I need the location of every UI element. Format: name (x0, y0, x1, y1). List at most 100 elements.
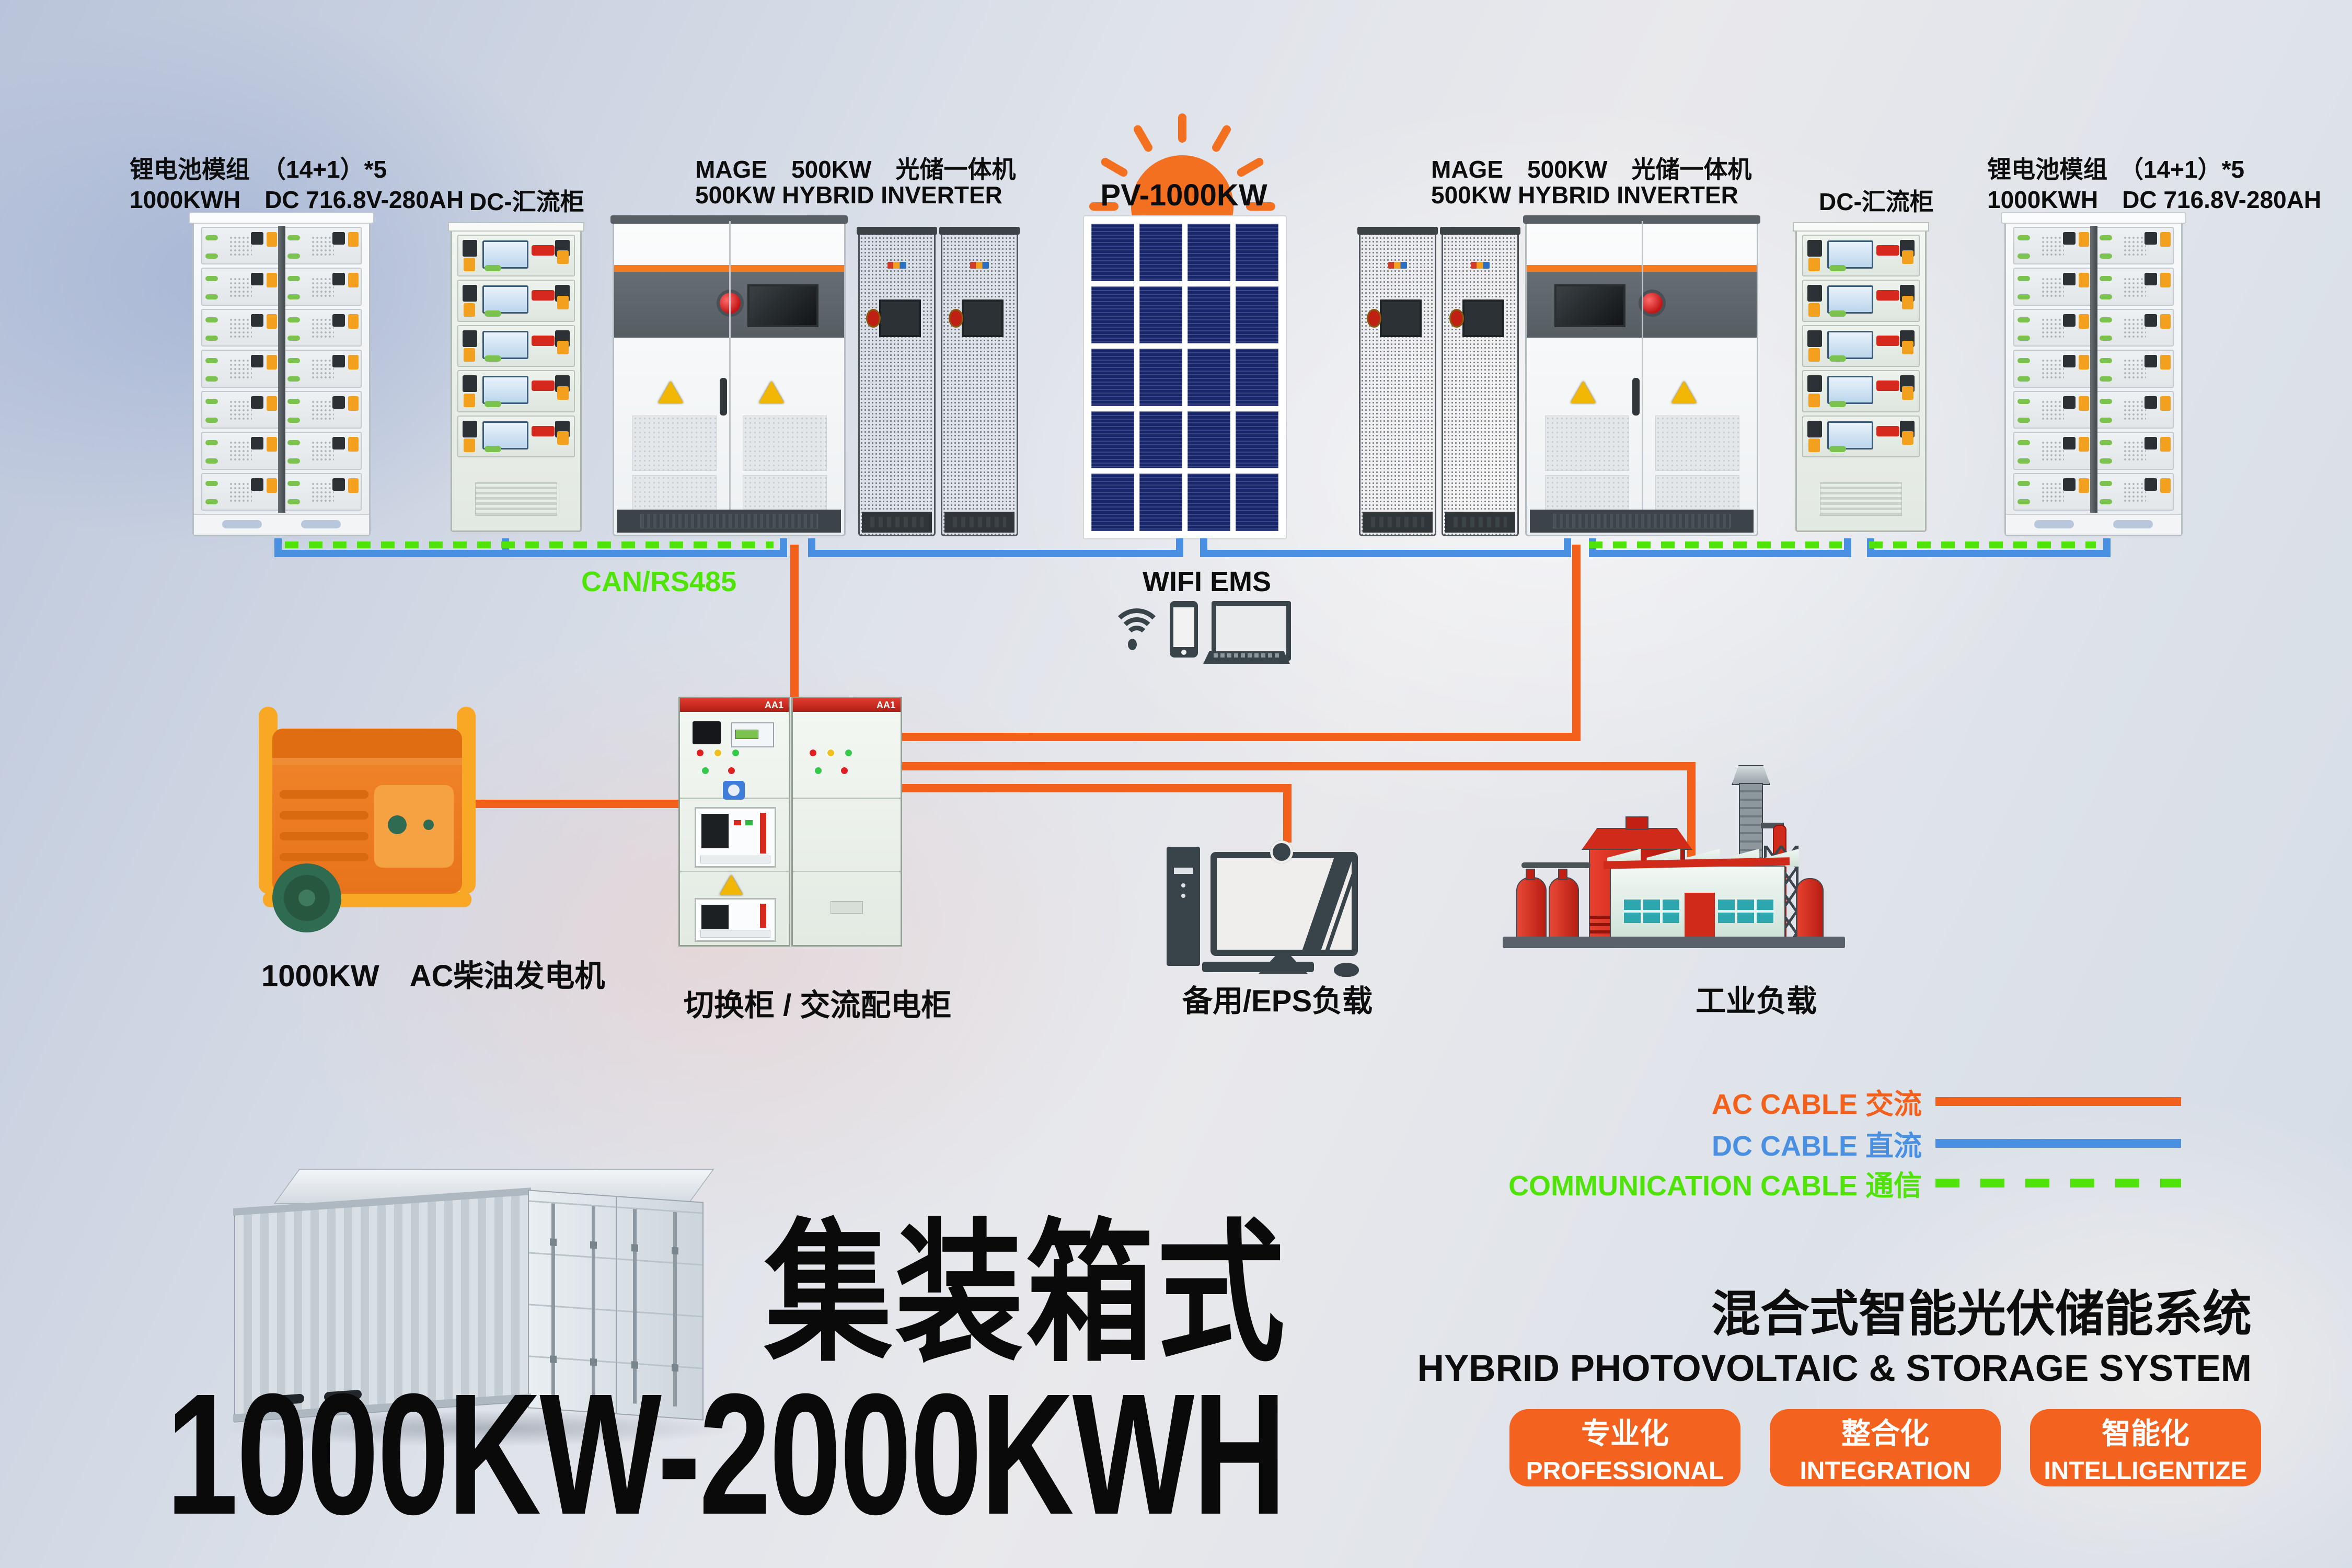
inverter-module-right-1 (1357, 227, 1438, 536)
battery-rack-right-illustration (2001, 212, 2186, 536)
badge-intelligentize: 智能化 INTELLIGENTIZE (2030, 1409, 2261, 1486)
communication-cable (1869, 541, 2096, 548)
dc-combiner-right-label: DC-汇流柜 (1819, 188, 1934, 215)
battery-module (2013, 308, 2092, 347)
battery-module (2095, 390, 2174, 429)
dc-cable (1867, 550, 2111, 557)
dc-cable (1589, 550, 1851, 557)
inverter-module-left-2 (939, 227, 1020, 536)
battery-left-label-line1: 锂电池模组 （14+1）*5 (130, 156, 387, 183)
footer-title-en: HYBRID PHOTOVOLTAIC & STORAGE SYSTEM (1417, 1348, 2252, 1389)
inverter-left-label-line2: 500KW HYBRID INVERTER (695, 181, 1002, 209)
combiner-module (1802, 325, 1920, 367)
battery-module (201, 227, 280, 265)
hero-title-cn: 集装箱式 (764, 1208, 1288, 1379)
combiner-module (457, 235, 575, 277)
battery-module (2095, 350, 2174, 388)
battery-right-label-line1: 锂电池模组 （14+1）*5 (1987, 156, 2245, 183)
hero-spec: 1000KW-2000KWH (166, 1357, 1286, 1550)
battery-module (283, 432, 362, 470)
industrial-load-label: 工业负载 (1696, 984, 1817, 1018)
hybrid-inverter-right-illustration (1523, 215, 1760, 536)
battery-module (283, 390, 362, 429)
battery-module (283, 227, 362, 265)
ac-line-right-inverter-horizontal (898, 733, 1581, 741)
communication-cable (285, 541, 774, 548)
monitor-icon (1210, 852, 1358, 956)
dc-cable (1200, 550, 1571, 557)
inverter-right-label-line1: MAGE 500KW 光储一体机 (1431, 156, 1752, 183)
combiner-module (457, 370, 575, 412)
battery-module (2095, 472, 2174, 511)
dc-cable (274, 550, 787, 557)
battery-rack-left-illustration (189, 212, 374, 536)
dc-cable-stub (1200, 538, 1207, 557)
battery-module (283, 472, 362, 511)
pc-tower-icon (1167, 847, 1200, 966)
battery-module (2013, 268, 2092, 306)
inverter-module-left-1 (857, 227, 937, 536)
combiner-module (1802, 415, 1920, 458)
switch-cabinet-label: 切换柜 / 交流配电柜 (684, 988, 952, 1022)
battery-module (283, 268, 362, 306)
communication-cable (1589, 541, 1842, 548)
diesel-generator-illustration (259, 707, 476, 932)
battery-module (2013, 227, 2092, 265)
combiner-module (1802, 280, 1920, 322)
ac-line-industrial-horizontal (898, 762, 1696, 770)
battery-module (201, 268, 280, 306)
can-rs485-label: CAN/RS485 (581, 566, 737, 597)
dc-cable (808, 550, 1183, 557)
legend-ac-line (1935, 1097, 2181, 1106)
ac-line-generator (470, 800, 679, 808)
dc-cable-stub (1176, 538, 1183, 557)
legend-comm-line (1935, 1179, 2181, 1187)
inverter-left-label-line1: MAGE 500KW 光储一体机 (695, 156, 1016, 183)
battery-module (2013, 350, 2092, 388)
legend-dc-label: DC CABLE 直流 (1712, 1131, 1922, 1162)
dc-combiner-right-illustration (1793, 222, 1929, 532)
battery-module (201, 472, 280, 511)
eps-load-label: 备用/EPS负载 (1182, 984, 1373, 1018)
legend-ac-label: AC CABLE 交流 (1712, 1089, 1922, 1120)
legend-row-ac: AC CABLE 交流 (1712, 1081, 2181, 1122)
generator-wheel (272, 863, 341, 932)
badge-professional: 专业化 PROFESSIONAL (1509, 1409, 1740, 1486)
pv-panel-illustration (1083, 215, 1287, 539)
badge-integration: 整合化 INTEGRATION (1770, 1409, 2001, 1486)
battery-module (283, 350, 362, 388)
combiner-module (457, 325, 575, 367)
legend-dc-line (1935, 1139, 2181, 1148)
ac-line-eps-horizontal (898, 784, 1292, 792)
ac-line-eps-drop (1283, 784, 1292, 843)
legend-comm-label: COMMUNICATION CABLE 通信 (1508, 1170, 1922, 1202)
dc-cable-stub (2103, 538, 2111, 557)
battery-module (201, 350, 280, 388)
legend-row-dc: DC CABLE 直流 (1712, 1123, 2181, 1164)
dc-combiner-left-label: DC-汇流柜 (469, 188, 584, 215)
generator-label: 1000KW AC柴油发电机 (261, 959, 605, 993)
battery-module (2095, 227, 2174, 265)
wifi-icon (1110, 608, 1163, 659)
factory-illustration (1503, 746, 1848, 950)
battery-module (201, 432, 280, 470)
smartphone-icon (1170, 601, 1198, 658)
ac-line-inverter-right-drop (1572, 545, 1581, 741)
ac-line-industrial-drop (1687, 762, 1696, 862)
dc-cable-stub (780, 538, 787, 557)
keyboard-icon (1202, 962, 1314, 972)
legend-row-comm: COMMUNICATION CABLE 通信 (1508, 1162, 2181, 1204)
switch-cabinet-right-illustration: AA1 (791, 697, 902, 947)
container-illustration (220, 1150, 753, 1458)
battery-module (2095, 308, 2174, 347)
dc-cable-stub (1564, 538, 1571, 557)
battery-module (2095, 268, 2174, 306)
battery-module (201, 390, 280, 429)
cabinet-banner: AA1 (680, 698, 789, 712)
pv-label: PV-1000KW (1100, 178, 1267, 212)
dc-cable-stub (274, 538, 282, 557)
dc-cable-stub (808, 538, 815, 557)
combiner-module (457, 280, 575, 322)
switch-cabinet-left-illustration: AA1 (678, 697, 790, 947)
